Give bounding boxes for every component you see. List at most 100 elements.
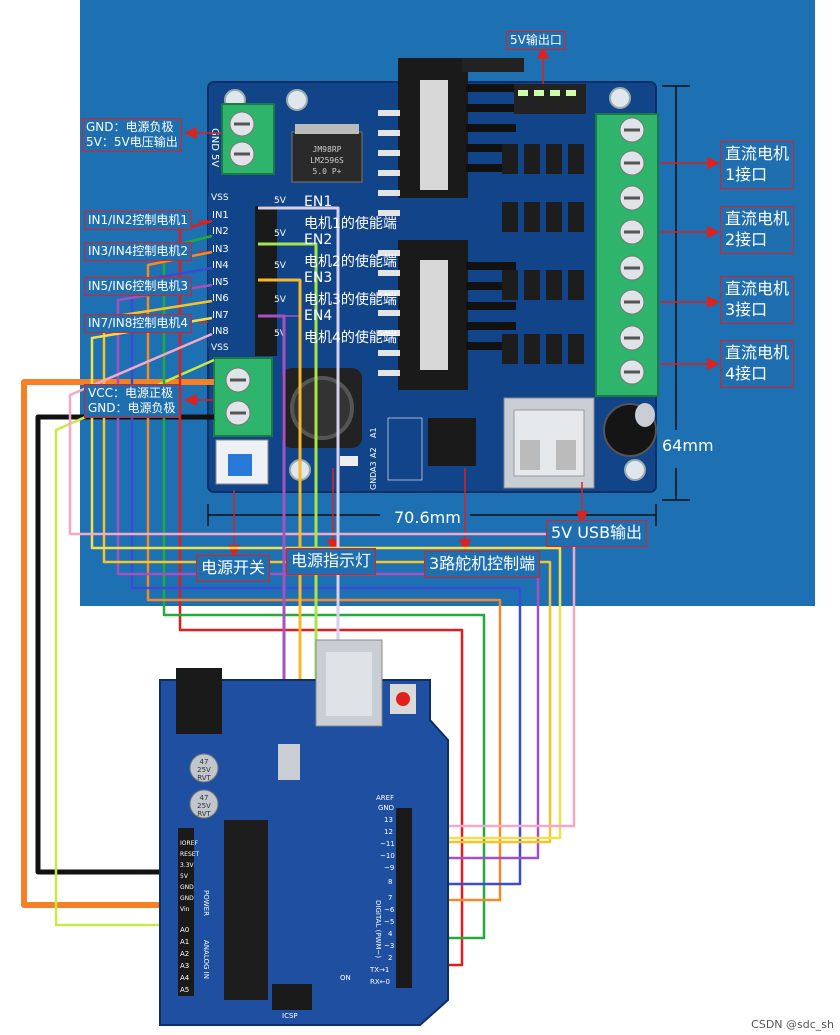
label-en4-desc: 电机4的使能端 [304, 330, 397, 346]
svg-text:A2: A2 [180, 950, 189, 958]
dimension-width: 70.6mm [394, 508, 461, 527]
svg-text:IOREF: IOREF [180, 840, 198, 847]
label-en4: EN4 [304, 308, 333, 324]
svg-text:~3: ~3 [384, 942, 394, 950]
label-in56: IN5/IN6控制电机3 [84, 277, 192, 296]
svg-text:47: 47 [200, 794, 209, 802]
label-motor2-line2: 2接口 [725, 229, 768, 249]
svg-text:A2: A2 [369, 447, 378, 458]
wire-in3 [146, 250, 502, 902]
svg-text:8: 8 [388, 878, 392, 886]
label-motor4-line1: 直流电机 [725, 343, 790, 362]
label-in78: IN7/IN8控制电机4 [84, 314, 192, 333]
svg-text:~10: ~10 [380, 852, 395, 860]
label-usb-output: 5V USB输出 [546, 520, 648, 547]
heatsink-bottom [398, 240, 516, 390]
terminal-power [213, 357, 273, 437]
svg-text:A1: A1 [369, 427, 378, 438]
label-5v-terminal-line2: 5V：5V电压输出 [86, 135, 178, 149]
svg-text:A4: A4 [180, 974, 190, 982]
label-servo-port: 3路舵机控制端 [424, 551, 541, 578]
label-motor1: 直流电机 1接口 [720, 141, 795, 189]
svg-text:IN2: IN2 [212, 226, 229, 237]
svg-text:2: 2 [388, 954, 392, 962]
svg-text:A0: A0 [180, 926, 189, 934]
svg-text:Vin: Vin [180, 906, 190, 913]
svg-text:A5: A5 [180, 986, 189, 994]
label-power-terminal: VCC：电源正极 GND：电源负极 [84, 384, 180, 418]
label-en2-desc: 电机2的使能端 [304, 254, 397, 270]
svg-text:GND: GND [180, 895, 194, 902]
label-gnd: GND：电源负极 [88, 401, 176, 415]
label-power-switch: 电源开关 [196, 555, 271, 582]
svg-text:IN4: IN4 [212, 260, 229, 271]
svg-text:GND: GND [378, 804, 394, 812]
label-en2: EN2 [304, 232, 333, 248]
label-motor4: 直流电机 4接口 [720, 340, 795, 388]
svg-text:VSS: VSS [211, 193, 229, 203]
diode-array [502, 144, 584, 364]
arduino-uno-board: 47 25V RVT 47 25V RVT IOREF RESET 3.3V 5… [159, 639, 449, 1026]
svg-text:IN7: IN7 [212, 310, 229, 321]
capacitor [603, 403, 657, 457]
label-5v-terminal: GND：电源负极 5V：5V电压输出 [82, 118, 182, 152]
svg-text:4: 4 [388, 930, 393, 938]
svg-text:5V: 5V [274, 261, 287, 271]
svg-text:LM2596S: LM2596S [310, 156, 344, 165]
terminal-5v [221, 103, 275, 175]
svg-text:5V: 5V [274, 229, 287, 239]
svg-text:47: 47 [200, 758, 209, 766]
svg-text:JM98RP: JM98RP [313, 145, 342, 154]
svg-text:~6: ~6 [384, 906, 395, 914]
svg-text:5V: 5V [274, 196, 287, 206]
svg-text:A3: A3 [369, 461, 378, 472]
svg-text:TX→1: TX→1 [369, 966, 389, 974]
svg-text:ANALOG IN: ANALOG IN [202, 940, 210, 979]
label-in12: IN1/IN2控制电机1 [84, 211, 192, 230]
svg-text:GND: GND [180, 884, 194, 891]
svg-text:VSS: VSS [211, 343, 229, 353]
regulator-chip: JM98RP LM2596S 5.0 P+ [291, 124, 363, 183]
label-en1-desc: 电机1的使能端 [304, 216, 397, 232]
svg-text:IN8: IN8 [212, 326, 229, 337]
dimension-lines [207, 85, 690, 526]
svg-text:IN5: IN5 [212, 277, 229, 288]
power-switch [215, 439, 269, 485]
svg-text:GND: GND [209, 128, 220, 151]
servo-header: A1 A2 A3 GND [369, 417, 476, 490]
svg-text:5V: 5V [274, 329, 287, 339]
label-5v-terminal-line1: GND：电源负极 [86, 120, 174, 134]
label-en3-desc: 电机3的使能端 [304, 292, 397, 308]
label-motor1-line2: 1接口 [725, 164, 768, 184]
label-motor3: 直流电机 3接口 [720, 276, 795, 324]
svg-text:25V: 25V [197, 802, 211, 810]
label-motor2: 直流电机 2接口 [720, 206, 795, 254]
label-in34: IN3/IN4控制电机2 [84, 242, 192, 261]
svg-text:~5: ~5 [384, 918, 394, 926]
svg-text:POWER: POWER [202, 890, 210, 916]
svg-text:A3: A3 [180, 962, 189, 970]
svg-text:3.3V: 3.3V [180, 862, 195, 869]
svg-text:RVT: RVT [197, 774, 211, 782]
svg-text:13: 13 [384, 816, 393, 824]
label-motor3-line2: 3接口 [725, 299, 768, 319]
label-en3: EN3 [304, 270, 333, 286]
svg-text:12: 12 [384, 828, 393, 836]
terminal-motors [595, 113, 659, 397]
svg-text:IN1: IN1 [212, 210, 229, 221]
svg-text:RESET: RESET [180, 851, 200, 858]
svg-text:~9: ~9 [384, 864, 394, 872]
label-en1: EN1 [304, 194, 333, 210]
svg-text:5V: 5V [180, 873, 189, 880]
svg-text:GND: GND [369, 472, 378, 490]
svg-text:RVT: RVT [197, 810, 211, 818]
watermark: CSDN @sdc_sh [751, 1018, 834, 1031]
label-power-led: 电源指示灯 [286, 548, 377, 575]
label-motor3-line1: 直流电机 [725, 279, 790, 298]
label-5v-output: 5V输出口 [506, 31, 566, 50]
svg-text:A1: A1 [180, 938, 189, 946]
label-motor1-line1: 直流电机 [725, 144, 790, 163]
motor-driver-board: JM98RP LM2596S 5.0 P+ [207, 58, 659, 493]
svg-text:5V: 5V [209, 154, 220, 167]
svg-text:ON: ON [340, 974, 351, 982]
